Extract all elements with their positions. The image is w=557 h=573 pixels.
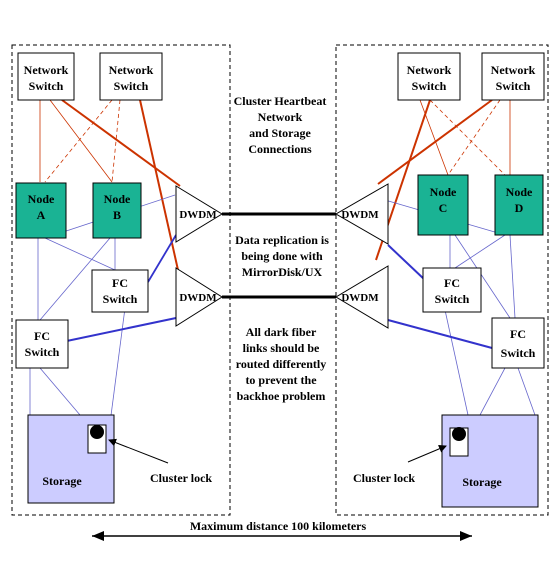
dwdm-left-2: DWDM [175, 267, 223, 327]
node-label: Node [506, 185, 533, 199]
note-line: Data replication is [235, 233, 329, 247]
dwdm-label: DWDM [341, 209, 379, 221]
cluster-lock-icon [90, 425, 104, 439]
heartbeat-note: Cluster Heartbeat Network and Storage Co… [234, 94, 327, 156]
note-line: MirrorDisk/UX [242, 265, 323, 279]
dark-fiber-note: All dark fiber links should be routed di… [236, 325, 327, 403]
node-label: B [113, 208, 121, 222]
note-line: Cluster Heartbeat [234, 94, 327, 108]
switch-label: Switch [103, 292, 138, 306]
storage-left: Storage [27, 414, 115, 504]
fc-switch-left-2: FC Switch [15, 319, 69, 369]
cluster-lock-label-left: Cluster lock [150, 471, 212, 485]
cluster-lock-icon [452, 427, 466, 441]
node-d: Node D [494, 174, 544, 236]
switch-label: Switch [412, 79, 447, 93]
node-a: Node A [15, 182, 67, 239]
dwdm-left-1: DWDM [175, 185, 223, 243]
node-label: C [439, 201, 448, 215]
note-line: routed differently [236, 357, 327, 371]
switch-label: FC [444, 276, 460, 290]
switch-label: Network [491, 63, 536, 77]
cluster-lock-arrow-left [108, 438, 169, 464]
dwdm-label: DWDM [179, 209, 217, 221]
dwdm-label: DWDM [179, 292, 217, 304]
storage-label: Storage [42, 474, 82, 488]
note-line: to prevent the [245, 373, 317, 387]
node-label: Node [28, 192, 55, 206]
note-line: Connections [248, 142, 312, 156]
node-label: D [515, 201, 524, 215]
switch-label: FC [510, 327, 526, 341]
network-switch-right-2: Network Switch [481, 52, 545, 101]
node-label: Node [430, 185, 457, 199]
switch-label: Network [407, 63, 452, 77]
fc-switch-right-1: FC Switch [422, 267, 482, 313]
distance-arrow-right-head [460, 531, 472, 541]
fc-switch-left-1: FC Switch [91, 269, 149, 313]
switch-label: Network [24, 63, 69, 77]
note-line: being done with [241, 249, 323, 263]
switch-label: Network [109, 63, 154, 77]
network-switch-left-2: Network Switch [99, 52, 163, 101]
cluster-lock-arrow-right [407, 445, 447, 463]
dwdm-label: DWDM [341, 292, 379, 304]
switch-label: Switch [29, 79, 64, 93]
switch-label: Switch [114, 79, 149, 93]
node-label: A [37, 208, 46, 222]
node-c: Node C [417, 174, 469, 236]
node-b: Node B [92, 182, 142, 239]
switch-label: Switch [25, 345, 60, 359]
dwdm-right-2: DWDM [335, 265, 389, 329]
note-line: backhoe problem [237, 389, 326, 403]
right-site-boundary [335, 44, 549, 516]
distance-arrow-left-head [92, 531, 104, 541]
switch-label: Switch [501, 346, 536, 360]
storage-right: Storage [441, 414, 539, 508]
network-switch-right-1: Network Switch [397, 52, 461, 101]
connection-lines [29, 99, 536, 501]
network-switch-left-1: Network Switch [17, 52, 75, 101]
dwdm-right-1: DWDM [334, 183, 389, 245]
storage-label: Storage [462, 475, 502, 489]
switch-label: FC [112, 276, 128, 290]
left-site-boundary [11, 44, 231, 516]
replication-note: Data replication is being done with Mirr… [235, 233, 329, 279]
note-line: Network [258, 110, 303, 124]
fc-switch-right-2: FC Switch [491, 317, 545, 369]
switch-label: FC [34, 329, 50, 343]
cluster-lock-label-right: Cluster lock [353, 471, 415, 485]
node-label: Node [104, 192, 131, 206]
switch-label: Switch [435, 292, 470, 306]
note-line: and Storage [249, 126, 311, 140]
note-line: All dark fiber [246, 325, 317, 339]
switch-label: Switch [496, 79, 531, 93]
note-line: links should be [243, 341, 320, 355]
distance-label: Maximum distance 100 kilometers [190, 519, 367, 533]
